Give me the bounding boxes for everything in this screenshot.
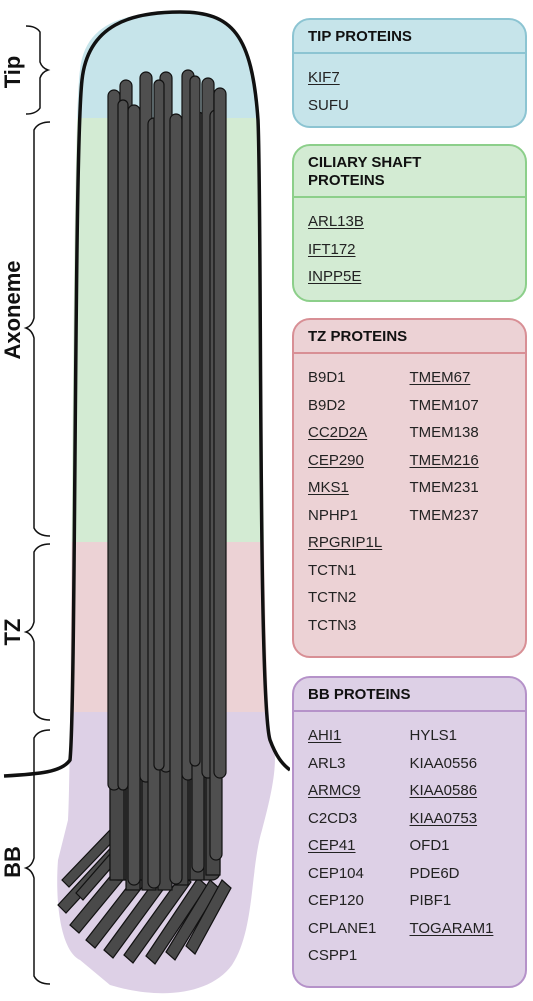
gene-nphp1: NPHP1 bbox=[308, 506, 359, 524]
gene-togaram1: TOGARAM1 bbox=[409, 919, 494, 937]
region-label-tip: Tip bbox=[0, 56, 25, 89]
divider bbox=[294, 710, 525, 712]
region-label-axoneme: Axoneme bbox=[0, 260, 25, 359]
gene-tctn2: TCTN2 bbox=[308, 589, 357, 606]
gene-hyls1: HYLS1 bbox=[409, 727, 458, 744]
gene-armc9: ARMC9 bbox=[308, 782, 361, 799]
gene-tctn1: TCTN1 bbox=[308, 561, 357, 579]
gene-arl3: ARL3 bbox=[308, 754, 346, 772]
tz-proteins-title: TZ PROTEINS bbox=[308, 328, 408, 345]
ciliary-membrane bbox=[3, 10, 290, 778]
gene-cep41: CEP41 bbox=[308, 837, 356, 854]
gene-rpgrip1l: RPGRIP1L bbox=[308, 534, 383, 551]
tz-gene-list: B9D1 B9D2 CC2D2A CEP290 MKS1 NPHP1 RPGRI… bbox=[294, 360, 525, 639]
gene-cplane1: CPLANE1 bbox=[308, 919, 377, 937]
cilium-diagram: Tip Axoneme TZ BB bbox=[0, 10, 290, 994]
bb-bracket bbox=[23, 729, 51, 985]
gene-ahi1: AHI1 bbox=[308, 727, 342, 744]
gene-kiaa0556: KIAA0556 bbox=[409, 754, 478, 772]
gene-cspp1: CSPP1 bbox=[308, 947, 358, 964]
gene-pde6d: PDE6D bbox=[409, 864, 460, 882]
divider bbox=[294, 196, 525, 198]
shaft-gene-list: ARL13B IFT172 INPP5E bbox=[294, 204, 525, 291]
gene-kiaa0586: KIAA0586 bbox=[409, 782, 478, 799]
axoneme-microtubules bbox=[107, 69, 227, 889]
tip-gene-list: KIF7 SUFU bbox=[294, 60, 525, 119]
bb-gene-column-1: AHI1 ARL3 ARMC9 C2CD3 CEP41 CEP104 CEP12… bbox=[308, 722, 410, 970]
tip-proteins-title: TIP PROTEINS bbox=[308, 28, 412, 45]
gene-cep290: CEP290 bbox=[308, 451, 364, 469]
gene-mks1: MKS1 bbox=[308, 479, 349, 496]
tz-gene-column-1: B9D1 B9D2 CC2D2A CEP290 MKS1 NPHP1 RPGRI… bbox=[308, 364, 410, 639]
gene-ofd1: OFD1 bbox=[409, 837, 450, 854]
shaft-proteins-title: CILIARY SHAFT PROTEINS bbox=[308, 154, 422, 189]
tz-bracket bbox=[23, 543, 51, 721]
region-label-bb: BB bbox=[0, 846, 25, 878]
gene-b9d2: B9D2 bbox=[308, 396, 346, 414]
bb-proteins-box: BB PROTEINS AHI1 ARL3 ARMC9 C2CD3 CEP41 … bbox=[292, 676, 527, 988]
gene-tmem67: TMEM67 bbox=[409, 369, 471, 386]
divider bbox=[294, 52, 525, 54]
gene-tmem216: TMEM216 bbox=[409, 451, 479, 469]
gene-sufu: SUFU bbox=[308, 96, 349, 114]
gene-cep104: CEP104 bbox=[308, 864, 364, 882]
gene-inpp5e: INPP5E bbox=[308, 268, 362, 285]
divider bbox=[294, 352, 525, 354]
gene-tctn3: TCTN3 bbox=[308, 616, 357, 634]
tip-bracket bbox=[25, 25, 51, 115]
gene-tmem138: TMEM138 bbox=[409, 424, 479, 441]
region-brackets bbox=[23, 25, 51, 985]
shaft-proteins-box: CILIARY SHAFT PROTEINS ARL13B IFT172 INP… bbox=[292, 144, 527, 302]
gene-tmem107: TMEM107 bbox=[409, 396, 479, 414]
tz-gene-column-2: TMEM67 TMEM107 TMEM138 TMEM216 TMEM231 T… bbox=[410, 364, 512, 639]
gene-tmem237: TMEM237 bbox=[409, 506, 479, 524]
region-label-tz: TZ bbox=[0, 619, 25, 646]
bb-gene-list: AHI1 ARL3 ARMC9 C2CD3 CEP41 CEP104 CEP12… bbox=[294, 718, 525, 970]
tz-proteins-box: TZ PROTEINS B9D1 B9D2 CC2D2A CEP290 MKS1… bbox=[292, 318, 527, 658]
gene-cc2d2a: CC2D2A bbox=[308, 424, 368, 441]
gene-c2cd3: C2CD3 bbox=[308, 809, 358, 827]
gene-arl13b: ARL13B bbox=[308, 213, 364, 230]
tip-proteins-box: TIP PROTEINS KIF7 SUFU bbox=[292, 18, 527, 128]
gene-b9d1: B9D1 bbox=[308, 369, 346, 386]
gene-cep120: CEP120 bbox=[308, 892, 364, 909]
gene-pibf1: PIBF1 bbox=[409, 892, 452, 909]
gene-kiaa0753: KIAA0753 bbox=[409, 809, 478, 827]
bb-proteins-title: BB PROTEINS bbox=[308, 686, 411, 703]
bb-gene-column-2: HYLS1 KIAA0556 KIAA0586 KIAA0753 OFD1 PD… bbox=[410, 722, 512, 970]
gene-kif7: KIF7 bbox=[308, 69, 340, 86]
axoneme-bracket bbox=[23, 121, 51, 537]
gene-ift172: IFT172 bbox=[308, 240, 356, 258]
gene-tmem231: TMEM231 bbox=[409, 479, 479, 496]
